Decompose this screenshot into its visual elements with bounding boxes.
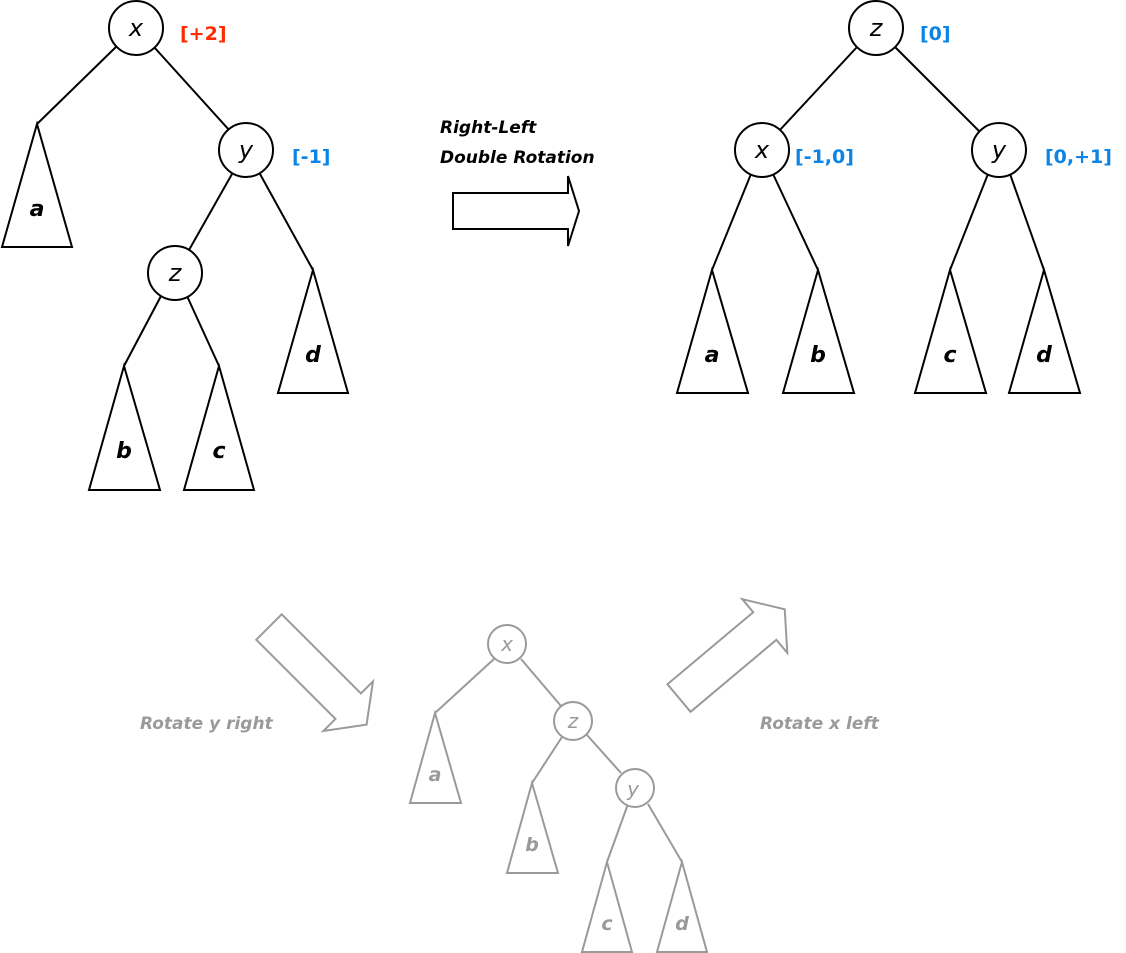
node-x-after [734,122,790,178]
balance-y-after: [0,+1] [1045,146,1112,168]
node-z-label: z [168,259,183,287]
edge-mid-y-d [647,803,683,863]
subtree-c [182,362,256,491]
edge-x-a-after [711,173,752,271]
leaf-d-after-label: d [1036,343,1052,368]
edge-x-b-after [772,173,819,271]
edge-z-x [778,46,858,132]
edge-y-z [188,173,233,251]
node-x [108,0,164,56]
edge-y-d-after [1009,173,1045,271]
leaf-a-after-label: a [705,343,720,368]
subtree-a-mid [408,709,463,804]
node-z-after [848,0,904,56]
leaf-d-label: d [305,343,321,368]
leaf-c-mid-label: c [601,913,613,935]
leaf-a-mid-label: a [429,764,442,786]
balance-x-before: [+2] [180,23,227,45]
subtree-c-mid [580,858,634,953]
node-x-mid-label: x [500,632,513,656]
node-x-mid [487,624,527,664]
node-z-mid-label: z [567,709,579,733]
after-tree [675,0,1082,394]
edge-mid-y-c [606,803,629,863]
node-x-label: x [128,14,144,42]
rotation-title-line2: Double Rotation [440,148,595,168]
step-rotate-x-left: Rotate x left [760,714,880,734]
node-y-after [971,122,1027,178]
step-rotate-y-right: Rotate y right [140,714,274,734]
subtree-a-after [675,266,750,394]
leaf-b-label: b [116,439,132,464]
balance-y-before: [-1] [292,146,330,168]
subtree-a [0,120,74,248]
node-y-label: y [238,136,254,164]
edge-mid-x-a [434,658,495,714]
leaf-c-after-label: c [943,343,956,368]
leaf-c-label: c [212,439,225,464]
balance-x-after: [-1,0] [795,146,854,168]
right-arrow-icon [452,175,581,247]
intermediate-tree [408,624,709,953]
node-x-after-label: x [754,136,770,164]
rotation-title-line1: Right-Left [440,118,537,138]
node-z [147,245,203,301]
subtree-d-after [1007,266,1082,394]
edge-z-y [894,46,980,132]
edge-y-d [259,173,314,271]
subtree-d-mid [655,858,709,953]
leaf-d-mid-label: d [675,913,689,935]
leaf-b-after-label: b [810,343,826,368]
subtree-d [276,266,350,394]
edge-mid-z-b [531,736,563,784]
up-right-arrow-icon [666,597,789,714]
edge-mid-z-y [586,734,622,774]
node-y-after-label: y [991,136,1007,164]
subtree-b [87,362,162,491]
node-y-mid-label: y [626,777,640,801]
subtree-b-after [781,266,856,394]
edge-x-y [153,46,231,132]
edge-z-b [123,295,162,367]
edge-x-a [36,44,119,125]
node-z-after-label: z [869,14,884,42]
node-z-mid [553,701,593,741]
edge-y-c-after [949,173,989,271]
balance-z-after: [0] [920,23,951,45]
edge-z-c [186,295,220,367]
subtree-b-mid [505,779,560,874]
down-right-arrow-icon [254,612,375,733]
leaf-b-mid-label: b [525,834,539,856]
node-y-mid [615,768,655,808]
subtree-c-after [913,266,988,394]
leaf-a-label: a [30,197,45,222]
edge-mid-x-z [520,658,562,707]
node-y [218,122,274,178]
before-tree [0,0,350,491]
